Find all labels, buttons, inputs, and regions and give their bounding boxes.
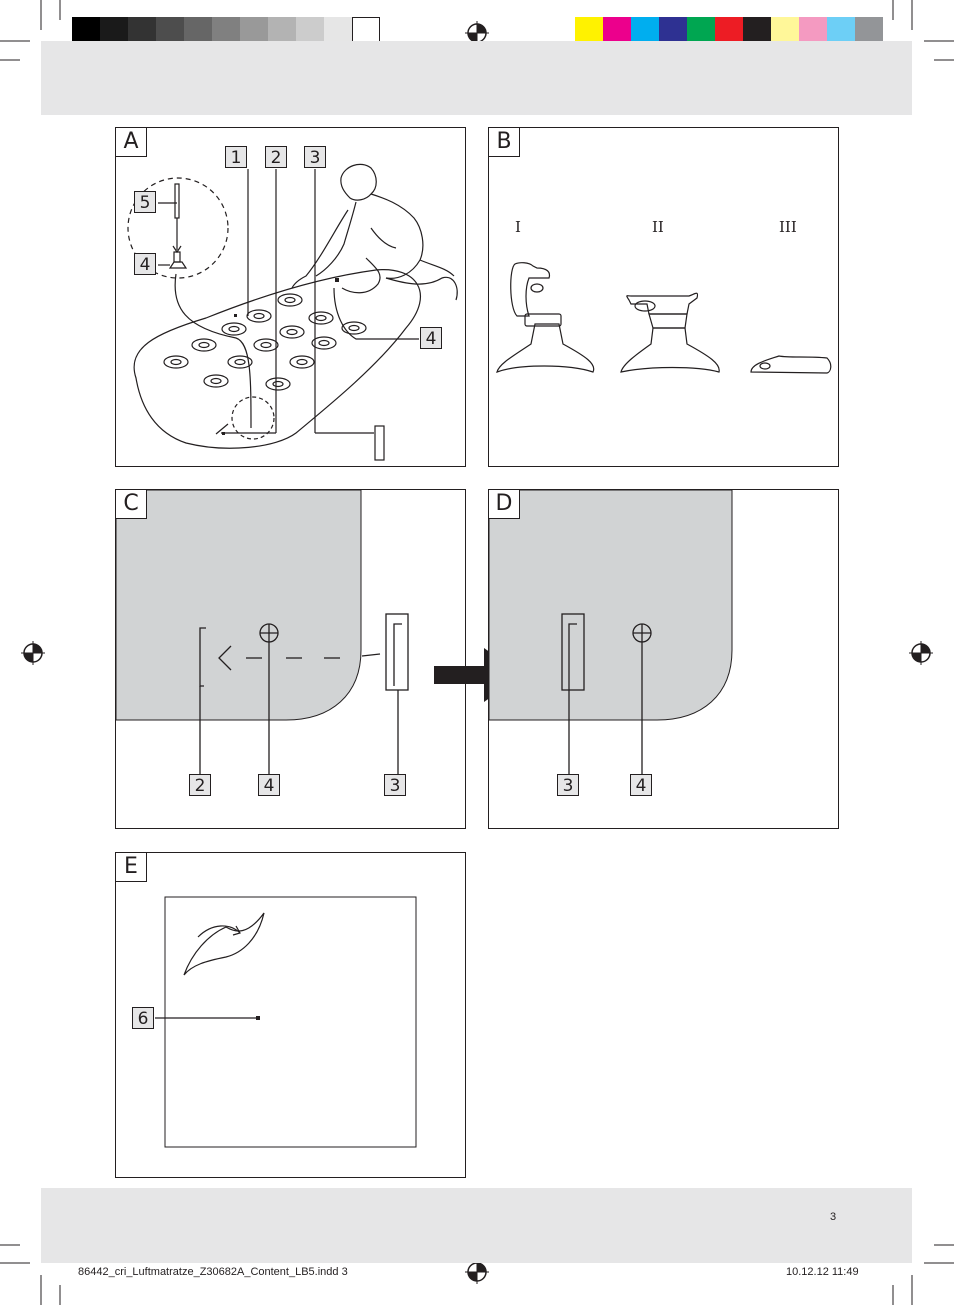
figure-e-panel: E 6 (115, 852, 466, 1178)
valve-insertion-illustration (115, 489, 409, 774)
callout-label: 4 (630, 774, 652, 796)
registration-mark-icon (21, 641, 45, 665)
callout-label: 3 (557, 774, 579, 796)
callout-label: 4 (134, 253, 156, 275)
page-number: 3 (830, 1211, 837, 1223)
callout-label: 5 (134, 191, 156, 213)
figure-letter: C (116, 490, 147, 519)
registration-mark-icon (465, 1260, 489, 1284)
step-label: II (652, 218, 664, 236)
callout-label: 2 (189, 774, 211, 796)
repair-patch-illustration (155, 896, 417, 1148)
registration-mark-icon (909, 641, 933, 665)
figure-letter: A (116, 128, 147, 157)
print-date-time: 10.12.12 11:49 (786, 1266, 859, 1278)
callout-label: 2 (265, 146, 287, 168)
step-label: I (515, 218, 521, 236)
figure-letter: E (116, 853, 147, 882)
valve-steps-illustration (496, 262, 832, 374)
indd-file-name: 86442_cri_Luftmatratze_Z30682A_Content_L… (78, 1266, 348, 1278)
callout-label: 3 (384, 774, 406, 796)
figure-c-panel: C 2 4 3 (115, 489, 466, 829)
callout-label: 3 (304, 146, 326, 168)
callout-label: 4 (420, 327, 442, 349)
figure-letter: D (489, 490, 520, 519)
figure-a-panel: A 1 2 3 4 5 4 (115, 127, 466, 467)
mattress-inflation-illustration (127, 163, 458, 461)
footer-band (41, 1188, 912, 1263)
figure-letter: B (489, 128, 520, 157)
step-label: III (779, 218, 797, 236)
callout-label: 6 (132, 1007, 154, 1029)
header-band (41, 41, 912, 115)
valve-inserted-illustration (488, 489, 733, 774)
callout-label: 4 (258, 774, 280, 796)
callout-label: 1 (225, 146, 247, 168)
figure-b-panel: B I II III (488, 127, 839, 467)
figure-d-panel: D 3 4 (488, 489, 839, 829)
